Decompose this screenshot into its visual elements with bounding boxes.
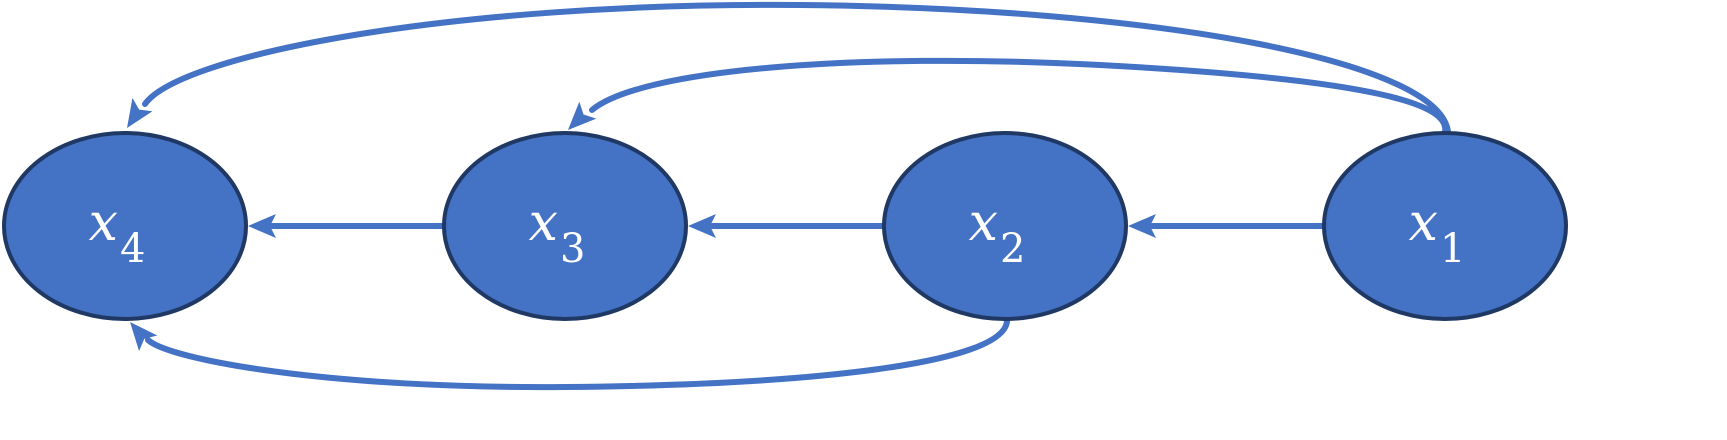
edge-curve xyxy=(142,1,1451,135)
node-label: x2 xyxy=(969,193,1026,272)
node-ellipse xyxy=(2,131,248,321)
node-subscript: 2 xyxy=(1000,226,1025,272)
node-variable: x xyxy=(1409,193,1438,253)
node-x3: x3 xyxy=(442,131,688,321)
edge-x1-to-x2 xyxy=(1128,214,1327,238)
node-x2: x2 xyxy=(882,131,1128,321)
edge-x1-to-x3 xyxy=(568,57,1449,135)
node-x1: x1 xyxy=(1322,131,1568,321)
arrowhead-icon xyxy=(688,214,716,238)
node-subscript: 4 xyxy=(120,226,145,272)
edge-curve xyxy=(145,316,1011,391)
node-variable: x xyxy=(969,193,998,253)
edge-x2-to-x3 xyxy=(688,214,887,238)
edge-curve xyxy=(589,57,1449,135)
node-ellipse xyxy=(1322,131,1568,321)
node-ellipse xyxy=(442,131,688,321)
arrowhead-icon xyxy=(568,101,597,130)
node-label: x1 xyxy=(1409,193,1466,272)
node-variable: x xyxy=(89,193,118,253)
edge-x1-to-x4 xyxy=(127,1,1451,135)
node-x4: x4 xyxy=(2,131,248,321)
arrowhead-icon xyxy=(130,322,158,352)
node-variable: x xyxy=(529,193,558,253)
node-subscript: 3 xyxy=(560,226,585,272)
edge-x2-to-x4 xyxy=(130,316,1011,391)
arrowhead-icon xyxy=(1128,214,1156,238)
edges-layer xyxy=(127,1,1451,391)
node-subscript: 1 xyxy=(1440,226,1465,272)
arrowhead-icon xyxy=(248,214,276,238)
node-label: x3 xyxy=(529,193,586,272)
node-label: x4 xyxy=(89,193,146,272)
edge-x3-to-x4 xyxy=(248,214,447,238)
node-ellipse xyxy=(882,131,1128,321)
arrowhead-icon xyxy=(127,98,153,128)
